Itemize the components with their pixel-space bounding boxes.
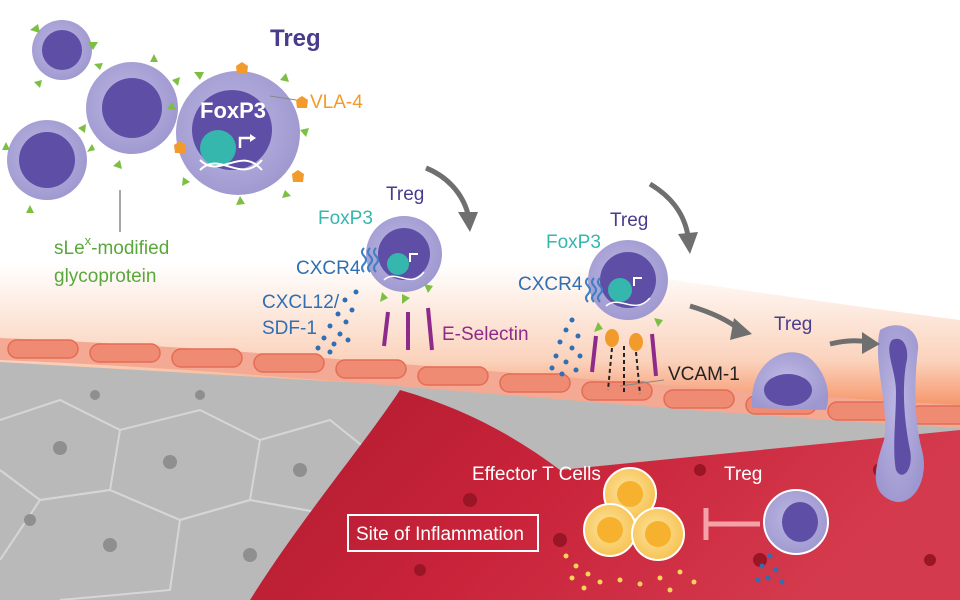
effector-dots [563,553,697,593]
label-slex-line2: glycoprotein [54,266,156,287]
label-vcam1: VCAM-1 [668,364,740,385]
label-cxcr4-1: CXCR4 [296,258,361,279]
label-treg-4: Treg [724,464,762,485]
label-slex-main: sLe [54,238,85,259]
treg-cell-transmigrating [875,325,924,502]
cxcl12-dots-1 [315,289,359,355]
effector-t-cells [583,467,685,561]
treg-cell-3 [751,352,829,410]
label-sdf1: SDF-1 [262,318,317,339]
suppression-symbol [703,508,760,540]
label-foxp3-top: FoxP3 [200,98,266,123]
treg-cell-suppressor [763,489,829,555]
label-treg-top: Treg [270,25,321,52]
label-slex-rest: -modified [91,238,169,259]
label-effector: Effector T Cells [472,464,601,485]
label-treg-1: Treg [386,184,424,205]
label-slex-sup: x [85,233,92,248]
arrow-heads [458,212,880,354]
label-foxp3-2: FoxP3 [546,232,601,253]
treg-cell-1 [361,216,442,351]
cxcl12-dots-2 [549,317,583,377]
label-foxp3-1: FoxP3 [318,208,373,229]
label-treg-3: Treg [774,314,812,335]
suppressor-dots [755,553,785,585]
label-site: Site of Inflammation [356,524,524,545]
vcam1-pointer-line [619,379,665,387]
treg-cell-large [167,62,309,205]
label-slex: sLex-modified [54,233,169,259]
vla4-pointer-line [269,95,297,101]
label-eselectin: E-Selectin [442,324,529,345]
label-treg-2: Treg [610,210,648,231]
treg-cell-2 [585,240,668,395]
tissue-nuclei [24,390,356,576]
site-box [347,514,539,552]
label-cxcr4-2: CXCR4 [518,274,583,295]
label-cxcl12: CXCL12/ [262,292,340,313]
label-vla4: VLA-4 [310,92,363,113]
cell-cluster-top-left [2,20,180,213]
